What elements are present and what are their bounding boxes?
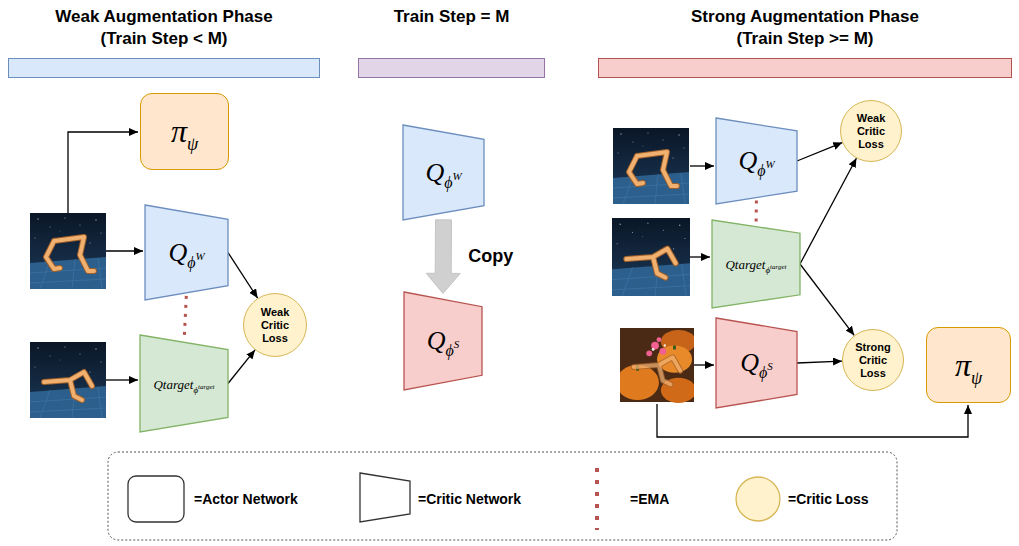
critic-network: QϕW xyxy=(145,205,228,300)
flow-arrow xyxy=(228,253,258,299)
node-content: QϕW xyxy=(716,118,797,204)
flow-arrow xyxy=(797,143,842,161)
node-content: Weak Critic Loss xyxy=(841,101,901,161)
critic-network: QϕW xyxy=(403,125,484,220)
edge-label: Copy xyxy=(466,245,515,267)
critic-loss: Strong Critic Loss xyxy=(842,329,904,391)
loss-label: Strong Critic Loss xyxy=(855,341,890,380)
symbol-main: Q xyxy=(425,158,444,187)
target-critic-network: Qtargetϕtarget xyxy=(140,335,228,432)
critic-network: QϕS xyxy=(404,292,482,390)
symbol-index: ϕ xyxy=(759,364,767,381)
text-group: Weak Critic Loss xyxy=(261,306,290,345)
symbol-group: QϕS xyxy=(740,348,773,378)
symbol-main: Q xyxy=(168,238,187,267)
critic-outline xyxy=(404,292,482,390)
symbol-group: QϕW xyxy=(168,238,204,268)
node-content: Weak Critic Loss xyxy=(244,294,306,356)
flow-arrow xyxy=(228,350,255,384)
text-group: Strong Critic Loss xyxy=(855,341,890,380)
symbol-index: ϕ xyxy=(757,162,765,179)
symbol-index: ϕ xyxy=(765,265,770,275)
symbol-index: target xyxy=(770,263,786,271)
ema-link xyxy=(184,296,186,339)
symbol-main: Q xyxy=(740,348,759,377)
node-content: πψ xyxy=(927,328,1010,402)
input-arrows xyxy=(68,132,968,437)
critic-outline xyxy=(716,118,797,204)
flow-arrow xyxy=(800,264,854,335)
critic-outline xyxy=(712,220,800,308)
symbol-group: QϕS xyxy=(427,326,460,356)
critic-loss: Weak Critic Loss xyxy=(840,100,902,162)
symbol-index: ψ xyxy=(971,368,982,388)
symbol-main: π xyxy=(171,113,187,149)
symbol-index: ψ xyxy=(187,134,198,154)
critic-outline xyxy=(145,205,228,300)
phase-bar xyxy=(598,58,1012,78)
symbol-group: πψ xyxy=(171,113,198,150)
symbol-index: target xyxy=(198,383,214,391)
symbol-index: W xyxy=(452,170,461,182)
node-content: Qtargetϕtarget xyxy=(140,335,228,432)
ema-link xyxy=(755,201,758,224)
node-content: πψ xyxy=(141,94,228,169)
symbol-main: Qtarget xyxy=(153,377,193,392)
phase-heading: Train Step = M xyxy=(358,6,545,28)
node-content: QϕS xyxy=(404,292,482,390)
symbol-main: π xyxy=(955,347,971,383)
node-content: Qtargetϕtarget xyxy=(712,220,800,308)
symbol-index: ϕ xyxy=(446,342,454,359)
symbol-group: QϕW xyxy=(738,146,774,176)
symbol-index: W xyxy=(195,250,204,262)
copy-arrow xyxy=(426,220,460,294)
flow-arrow xyxy=(800,158,856,264)
symbol-index: W xyxy=(765,158,774,170)
symbol-main: Qtarget xyxy=(725,257,765,272)
legend-label: =EMA xyxy=(630,490,669,508)
symbol-group: Qtargetϕtarget xyxy=(725,255,786,273)
node-content: Strong Critic Loss xyxy=(843,330,903,390)
loss-label: Weak Critic Loss xyxy=(857,112,886,151)
phase-heading: Strong Augmentation Phase (Train Step >=… xyxy=(678,6,933,50)
symbol-group: QϕW xyxy=(425,158,461,188)
node-content: QϕW xyxy=(403,125,484,220)
text-group: Weak Critic Loss xyxy=(857,112,886,151)
critic-network: QϕW xyxy=(716,118,797,204)
symbol-index: S xyxy=(767,360,773,372)
legend-frame xyxy=(108,452,897,540)
symbol-index: ϕ xyxy=(444,174,452,191)
critic-network: QϕS xyxy=(716,318,797,408)
symbol-main: Q xyxy=(427,326,446,355)
critic-loss: Weak Critic Loss xyxy=(243,293,307,357)
symbol-main: Q xyxy=(738,146,757,175)
critic-outline xyxy=(403,125,484,220)
symbol-index: ϕ xyxy=(193,385,198,395)
legend-label: =Critic Loss xyxy=(788,490,869,508)
phase-heading: Weak Augmentation Phase (Train Step < M) xyxy=(37,6,292,50)
target-critic-network: Qtargetϕtarget xyxy=(712,220,800,308)
flow-arrow xyxy=(797,361,842,363)
node-content: QϕW xyxy=(145,205,228,300)
critic-outline xyxy=(140,335,228,432)
phase-band: Strong Augmentation Phase (Train Step >=… xyxy=(598,2,1012,78)
phase-band: Train Step = M xyxy=(358,2,545,78)
phase-bar xyxy=(8,58,320,78)
symbol-index: ϕ xyxy=(187,254,195,271)
legend-label: =Critic Network xyxy=(418,490,521,508)
symbol-index: S xyxy=(454,338,460,350)
loss-label: Weak Critic Loss xyxy=(261,306,290,345)
actor-network: πψ xyxy=(926,327,1011,403)
actor-network: πψ xyxy=(140,93,229,170)
phase-bar xyxy=(358,58,545,78)
symbol-group: πψ xyxy=(955,347,982,384)
phase-band: Weak Augmentation Phase (Train Step < M) xyxy=(8,2,320,78)
legend-label: =Actor Network xyxy=(194,490,298,508)
symbol-group: Qtargetϕtarget xyxy=(153,375,214,393)
node-content: QϕS xyxy=(716,318,797,408)
observation-image xyxy=(30,128,696,418)
critic-outline xyxy=(716,318,797,408)
